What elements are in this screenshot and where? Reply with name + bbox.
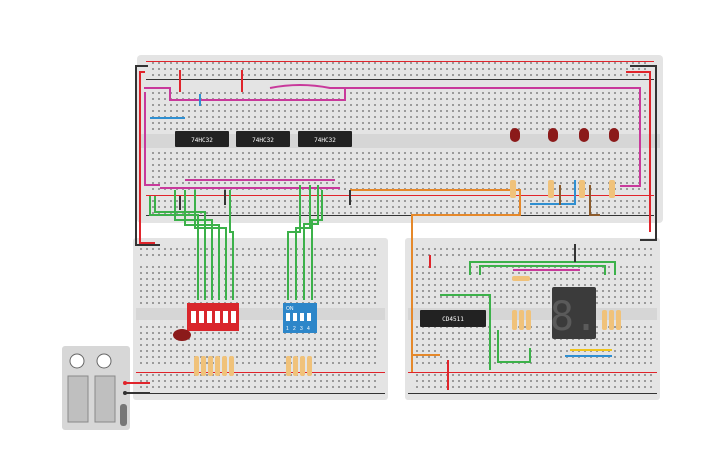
battery-pack[interactable]: [62, 346, 130, 430]
chip-label: CD4511: [442, 316, 464, 323]
chip-74hc32-2[interactable]: 74HC32: [236, 131, 290, 147]
led-3[interactable]: [579, 128, 589, 142]
breadboard-bottom-left[interactable]: [133, 238, 388, 400]
resistor[interactable]: [609, 180, 615, 198]
led-2[interactable]: [548, 128, 558, 142]
dip-switch-blue[interactable]: ON 1 2 3 4: [283, 303, 317, 333]
chip-74hc32-3[interactable]: 74HC32: [298, 131, 352, 147]
wires: [135, 65, 657, 390]
dip-pos-3: 3: [300, 326, 303, 332]
resistor-array-right[interactable]: [286, 356, 312, 376]
battery-wires: [125, 382, 150, 394]
resistor[interactable]: [579, 180, 585, 198]
resistor[interactable]: [548, 180, 554, 198]
dip-pos-4: 4: [307, 326, 310, 332]
led-4[interactable]: [609, 128, 619, 142]
chip-label: 74HC32: [191, 137, 213, 144]
chip-label: 74HC32: [252, 137, 274, 144]
seven-segment-display[interactable]: 8.: [550, 287, 598, 340]
resistor-array-left[interactable]: [194, 356, 234, 376]
dip-switch-red[interactable]: [187, 303, 239, 331]
chip-label: 74HC32: [314, 137, 336, 144]
chip-74hc32-1[interactable]: 74HC32: [175, 131, 229, 147]
chip-cd4511[interactable]: CD4511: [420, 310, 486, 327]
dip-pos-1: 1: [286, 326, 289, 332]
resistor[interactable]: [510, 180, 516, 198]
seven-segment-digit: 8.: [550, 294, 598, 340]
led-1[interactable]: [510, 128, 520, 142]
dip-on-label: ON: [286, 306, 294, 312]
resistor-array-display[interactable]: [602, 310, 621, 330]
resistor-array-decoder[interactable]: [512, 276, 531, 330]
led-red-switch[interactable]: [173, 329, 191, 341]
dip-pos-2: 2: [293, 326, 296, 332]
